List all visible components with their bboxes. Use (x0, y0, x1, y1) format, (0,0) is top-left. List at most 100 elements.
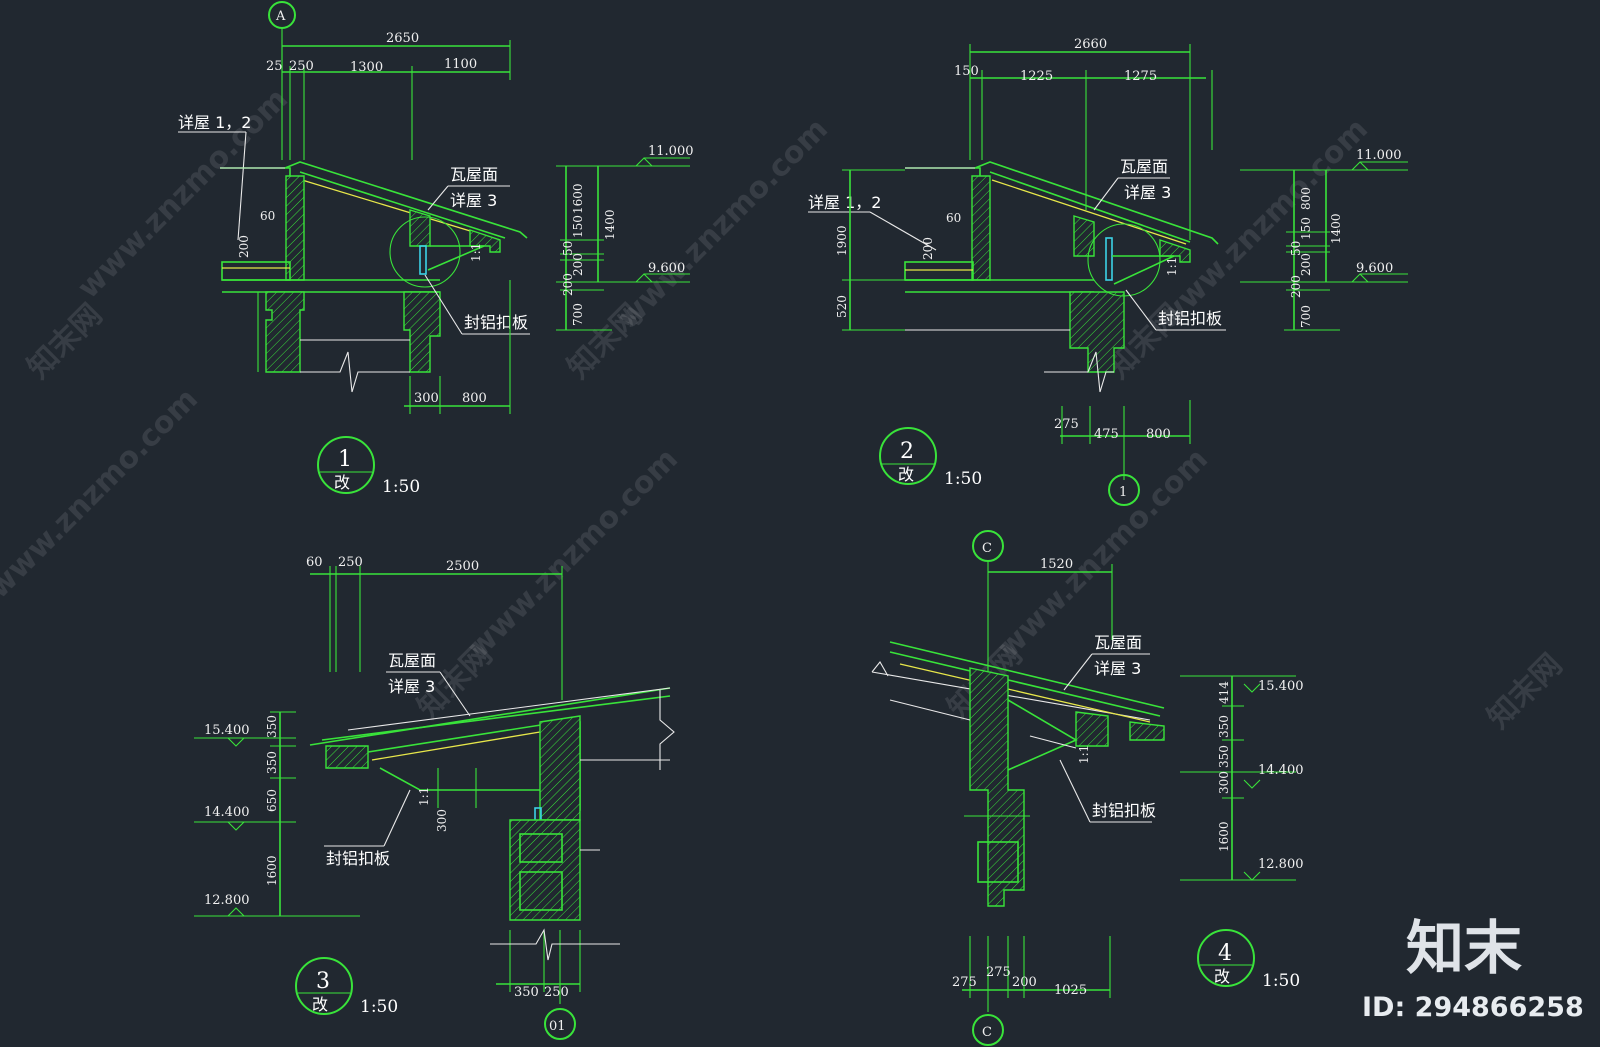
tag-number: 2 (900, 439, 914, 464)
grid-axis-label: 01 (549, 1019, 566, 1034)
elev-mid: 14.400 (1258, 763, 1304, 778)
dim-300: 300 (414, 391, 439, 406)
dim-350a: 350 (1217, 715, 1231, 738)
soffit-label: 封铝扣板 (464, 313, 528, 332)
detail-2: 2660 150 1225 1275 详屋 1，2 60 200 1900 52… (808, 37, 1408, 506)
tag-number: 4 (1218, 941, 1232, 966)
watermark-layer: www.znzmo.com 知末网 www.znzmo.com 知末网 www.… (0, 82, 1569, 736)
dim-200: 200 (1012, 975, 1037, 990)
elev-bottom: 9.600 (648, 261, 685, 276)
roof-label: 瓦屋面 (388, 651, 436, 670)
detail-3: 60 250 2500 瓦屋面 详屋 3 1:1 300 封铝扣板 (194, 555, 675, 1040)
scale-label: 1:50 (944, 469, 982, 489)
watermark-brand: 知末网 (1481, 647, 1569, 735)
elev-bottom: 12.800 (204, 893, 250, 908)
grid-axis-label: 1 (1119, 485, 1127, 500)
dim-50: 50 (561, 241, 575, 256)
watermark-site: www.znzmo.com (611, 112, 835, 336)
roof-detail: 详屋 3 (450, 191, 497, 210)
dim-475: 475 (1094, 427, 1119, 442)
dim-300: 300 (1217, 771, 1231, 794)
dim-200a: 200 (571, 253, 585, 276)
dim-150: 150 (954, 64, 979, 79)
dim-1025: 1025 (1054, 983, 1087, 998)
scale-label: 1:50 (382, 477, 420, 497)
dim-520: 520 (835, 295, 849, 318)
dim-350b: 350 (1217, 745, 1231, 768)
scale-label: 1:50 (1262, 971, 1300, 991)
slope: 1:1 (1077, 745, 1091, 764)
dim-200b: 200 (561, 273, 575, 296)
scale-label: 1:50 (360, 997, 398, 1017)
dim-350b: 350 (265, 751, 279, 774)
roof-detail: 详屋 3 (1124, 183, 1171, 202)
slope: 1:1 (1165, 257, 1179, 276)
watermark-brand: 知末网 (21, 297, 109, 385)
detail-tag-circle (1197, 929, 1255, 987)
dim-2500: 2500 (446, 559, 479, 574)
dim-200a: 200 (1299, 253, 1313, 276)
dim-800: 800 (462, 391, 487, 406)
note-detail: 详屋 1，2 (178, 113, 251, 132)
grid-axis-bubble-bottom (972, 1014, 1004, 1046)
elev-top: 15.400 (204, 723, 250, 738)
roof-label: 瓦屋面 (450, 165, 498, 184)
roof-detail: 详屋 3 (388, 677, 435, 696)
detail-1: A 2650 25 250 1300 1100 详屋 1，2 (178, 1, 694, 497)
tag-number: 3 (316, 969, 330, 994)
brand-logo: 知末 (1406, 914, 1522, 982)
dim-150: 150 (571, 215, 585, 238)
slope: 1:1 (469, 243, 483, 262)
dim-1400: 1400 (1329, 213, 1343, 244)
elev-mid: 14.400 (204, 805, 250, 820)
dim-350a: 350 (265, 715, 279, 738)
dim-total: 2660 (1074, 37, 1107, 52)
elev-bottom: 12.800 (1258, 857, 1304, 872)
dim-250: 250 (544, 985, 569, 1000)
dim-50: 50 (1289, 241, 1303, 256)
grid-axis-top: C (982, 541, 992, 556)
roof-label: 瓦屋面 (1094, 633, 1142, 652)
dim-200b: 200 (1289, 275, 1303, 298)
roof-label: 瓦屋面 (1120, 157, 1168, 176)
brand-badge: 知末 ID: 294866258 (1362, 914, 1584, 1023)
dim-1900: 1900 (835, 225, 849, 256)
soffit-label: 封铝扣板 (1158, 309, 1222, 328)
dim-total: 2650 (386, 31, 419, 46)
roof-detail: 详屋 3 (1094, 659, 1141, 678)
dim-250: 250 (338, 555, 363, 570)
detail-tag-circle (879, 427, 937, 485)
tag-sub: 改 (898, 465, 914, 484)
dim-275: 275 (1054, 417, 1079, 432)
elev-bottom: 9.600 (1356, 261, 1393, 276)
tag-sub: 改 (312, 995, 328, 1014)
soffit-label: 封铝扣板 (326, 849, 390, 868)
slope: 1:1 (417, 787, 431, 806)
dim-800: 800 (1299, 187, 1313, 210)
tag-sub: 改 (334, 473, 350, 492)
grid-axis-bubble (544, 1008, 576, 1040)
detail-tag-circle (295, 957, 353, 1015)
dim-1300: 1300 (350, 60, 383, 75)
dim-25: 25 (266, 59, 283, 74)
dim-60: 60 (306, 555, 323, 570)
dim-60: 60 (260, 209, 275, 223)
dim-1275: 1275 (1124, 69, 1157, 84)
grid-axis-bubble (1108, 474, 1140, 506)
detail-4: C 1520 瓦屋面 详屋 3 1:1 封铝扣板 15.400 1 (871, 530, 1304, 1046)
dim-350: 350 (514, 985, 539, 1000)
dim-414: 414 (1217, 681, 1231, 704)
dim-200: 200 (921, 237, 935, 260)
elev-top: 11.000 (1356, 148, 1402, 163)
dim-275b: 275 (986, 965, 1011, 980)
detail-tag-circle (317, 436, 375, 494)
dim-1600: 1600 (571, 183, 585, 214)
dim-300: 300 (435, 809, 449, 832)
dim-700: 700 (1299, 305, 1313, 328)
dim-1520: 1520 (1040, 557, 1073, 572)
dim-60: 60 (946, 211, 961, 225)
brand-id: ID: 294866258 (1362, 992, 1584, 1023)
elev-top: 11.000 (648, 144, 694, 159)
dim-250: 250 (289, 59, 314, 74)
